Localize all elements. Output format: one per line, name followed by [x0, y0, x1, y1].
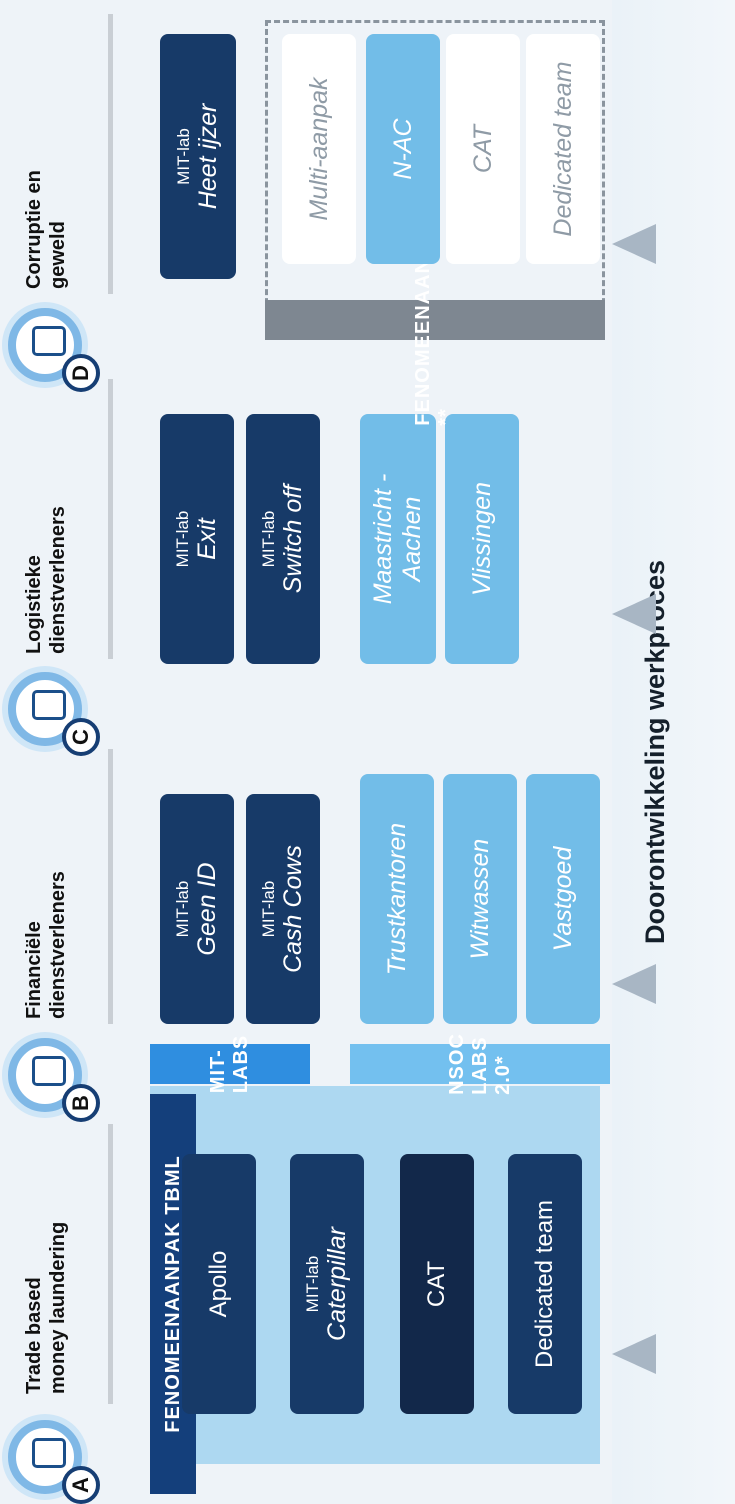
mit-labs-bar: MIT-LABS: [150, 1035, 310, 1093]
heet-ijzer-box: MIT-lab Heet ijzer: [160, 34, 236, 279]
witwassen-label: Witwassen: [465, 838, 494, 960]
fenomeenaanpak-bar: FENOMEENAANPAK **: [265, 214, 605, 426]
column-a-letter: A: [62, 1466, 100, 1504]
column-b-title-line1: Financiële: [23, 921, 45, 1019]
arrow-up-icon: [612, 594, 656, 634]
column-b-title-line2: dienstverleners: [47, 871, 69, 1019]
column-c-letter: C: [62, 718, 100, 756]
column-d-title: Corruptie en geweld: [22, 170, 70, 289]
caterpillar-box: MIT-lab Caterpillar: [290, 1154, 364, 1414]
witwassen-box: Witwassen: [443, 774, 517, 1024]
cash-cows-box: MIT-lab Cash Cows: [246, 794, 320, 1024]
camera-icon: [32, 1438, 66, 1468]
geen-id-box: MIT-lab Geen ID: [160, 794, 234, 1024]
maastricht-aachen-label: Maastricht - Aachen: [369, 473, 426, 605]
column-c-divider: [108, 379, 113, 659]
exit-prefix: MIT-lab: [172, 510, 192, 568]
vlissingen-label: Vlissingen: [467, 482, 496, 596]
column-b-title: Financiële dienstverleners: [22, 871, 70, 1019]
dedicated-team-box-a: Dedicated team: [508, 1154, 582, 1414]
column-a-divider: [108, 1124, 113, 1404]
cat-box-d: CAT: [446, 34, 520, 264]
n-ac-label: N-AC: [388, 118, 417, 180]
caterpillar-label: Caterpillar: [322, 1227, 351, 1341]
cat-a-label: CAT: [423, 1260, 450, 1308]
cash-cows-prefix: MIT-lab: [258, 880, 278, 938]
trustkantoren-label: Trustkantoren: [382, 822, 411, 976]
column-b-divider: [108, 749, 113, 1024]
column-d-title-line1: Corruptie en: [23, 170, 45, 289]
apollo-label: Apollo: [205, 1250, 232, 1318]
exit-label: Exit: [192, 518, 221, 560]
n-ac-box: N-AC: [366, 34, 440, 264]
column-d-divider: [108, 14, 113, 294]
phone-money-icon: [32, 1056, 66, 1086]
column-d-title-line2: geweld: [47, 221, 69, 289]
exit-box: MIT-lab Exit: [160, 414, 234, 664]
nsoc-labs-label: NSOC LABS 2.0*: [445, 1033, 514, 1095]
geen-id-label: Geen ID: [192, 862, 221, 956]
column-b-letter: B: [62, 1084, 100, 1122]
trustkantoren-box: Trustkantoren: [360, 774, 434, 1024]
column-a-title: Trade based money laundering: [22, 1222, 70, 1394]
apollo-box: Apollo: [182, 1154, 256, 1414]
arrow-up-icon: [612, 964, 656, 1004]
column-a-title-line1: Trade based: [23, 1277, 45, 1394]
arrow-up-icon: [612, 224, 656, 264]
multi-aanpak-label: Multi-aanpak: [304, 77, 333, 221]
column-c-title-line1: Logistieke: [23, 555, 45, 654]
maastricht-aachen-box: Maastricht - Aachen: [360, 414, 436, 664]
vastgoed-label: Vastgoed: [548, 846, 577, 952]
dedicated-team-box-d: Dedicated team: [526, 34, 600, 264]
heet-ijzer-prefix: MIT-lab: [173, 128, 193, 185]
column-a-title-line2: money laundering: [47, 1221, 69, 1394]
switch-off-label: Switch off: [278, 484, 307, 594]
multi-aanpak-box: Multi-aanpak: [282, 34, 356, 264]
column-c-title-line2: dienstverleners: [47, 506, 69, 654]
heet-ijzer-label: Heet ijzer: [193, 103, 222, 210]
arrow-up-icon: [612, 1334, 656, 1374]
column-c-title: Logistieke dienstverleners: [22, 506, 70, 654]
caterpillar-prefix: MIT-lab: [302, 1255, 322, 1313]
cash-cows-label: Cash Cows: [278, 845, 307, 973]
vlissingen-box: Vlissingen: [445, 414, 519, 664]
column-d-letter: D: [62, 354, 100, 392]
dedicated-team-d-label: Dedicated team: [548, 61, 577, 237]
switch-off-prefix: MIT-lab: [258, 510, 278, 568]
cat-box-a: CAT: [400, 1154, 474, 1414]
fist-icon: [32, 326, 66, 356]
cat-d-label: CAT: [468, 124, 497, 174]
truck-icon: [32, 690, 66, 720]
mit-labs-label: MIT-LABS: [207, 1034, 252, 1094]
nsoc-labs-bar: NSOC LABS 2.0*: [350, 1033, 610, 1095]
vastgoed-box: Vastgoed: [526, 774, 600, 1024]
geen-id-prefix: MIT-lab: [172, 880, 192, 938]
dedicated-team-a-label: Dedicated team: [531, 1199, 558, 1369]
switch-off-box: MIT-lab Switch off: [246, 414, 320, 664]
